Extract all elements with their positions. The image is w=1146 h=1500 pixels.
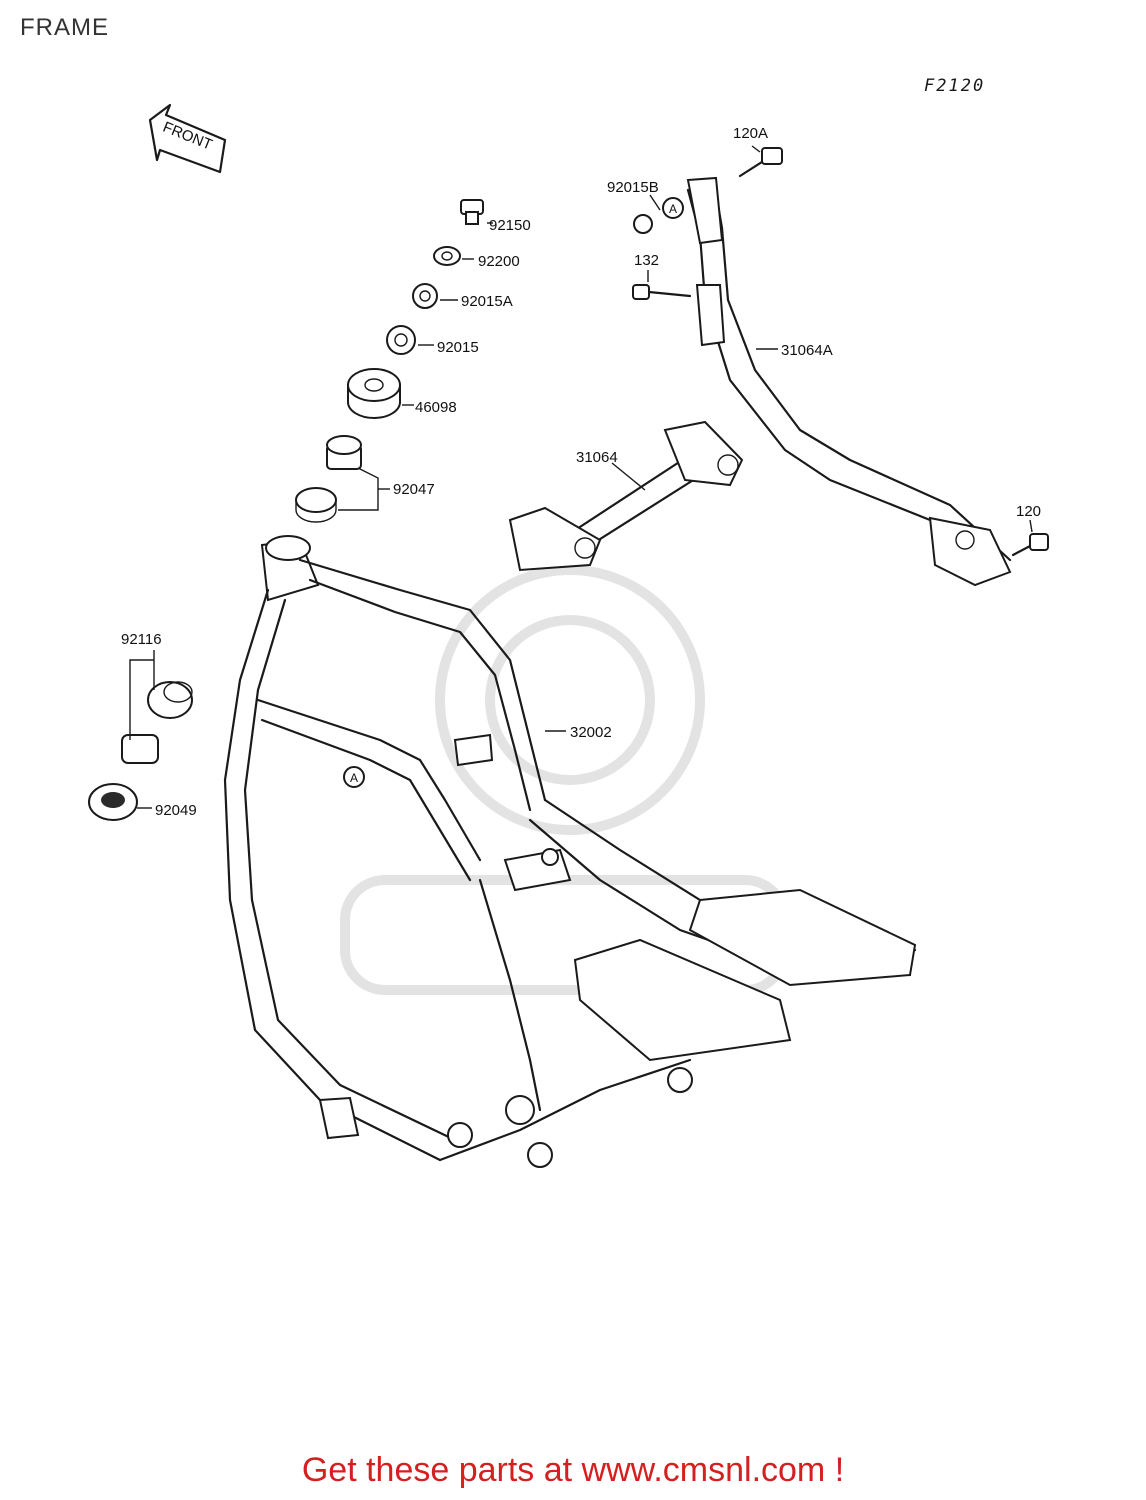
part-label-120A: 120A bbox=[733, 125, 768, 142]
part-label-92049: 92049 bbox=[155, 802, 197, 819]
main-frame-32002 bbox=[223, 535, 917, 1168]
part-label-92015: 92015 bbox=[437, 339, 479, 356]
part-label-92150: 92150 bbox=[489, 217, 531, 234]
diagram-reference: F2120 bbox=[924, 76, 986, 96]
part-label-92116: 92116 bbox=[121, 631, 162, 648]
race-92047-bottom bbox=[295, 487, 337, 523]
part-label-46098: 46098 bbox=[415, 399, 457, 416]
part-label-92200: 92200 bbox=[478, 253, 520, 270]
bearing-92116-roller bbox=[121, 734, 159, 764]
svg-text:A: A bbox=[350, 771, 358, 785]
bearing-92116-race bbox=[147, 681, 193, 719]
washer-92200 bbox=[433, 246, 461, 266]
svg-text:A: A bbox=[669, 202, 677, 216]
bolt-132 bbox=[632, 284, 692, 300]
bolt-92150 bbox=[460, 199, 484, 225]
callout-a-upper: A bbox=[662, 197, 684, 219]
part-label-132: 132 bbox=[634, 252, 659, 269]
nut-92015B bbox=[633, 214, 653, 234]
part-label-32002: 32002 bbox=[570, 724, 612, 741]
seal-92049 bbox=[88, 783, 138, 821]
part-label-31064A: 31064A bbox=[781, 342, 833, 359]
part-label-92015A: 92015A bbox=[461, 293, 513, 310]
part-label-92015B: 92015B bbox=[607, 179, 659, 196]
nut-92015A bbox=[412, 283, 438, 309]
bolt-120 bbox=[1011, 533, 1049, 557]
part-label-120: 120 bbox=[1016, 503, 1041, 520]
bearing-92047-top bbox=[326, 435, 362, 470]
part-label-92047: 92047 bbox=[393, 481, 435, 498]
front-arrow-icon: FRONT bbox=[148, 103, 227, 174]
part-label-31064: 31064 bbox=[576, 449, 618, 466]
down-tube-31064 bbox=[508, 420, 744, 572]
footer-link[interactable]: Get these parts at www.cmsnl.com ! bbox=[301, 1451, 845, 1489]
bolt-120A bbox=[738, 147, 783, 178]
callout-a-frame: A bbox=[343, 766, 365, 788]
bushing-46098 bbox=[347, 368, 401, 419]
leader-lines bbox=[129, 145, 1033, 809]
side-rail-31064A bbox=[686, 176, 1012, 587]
page-title: FRAME bbox=[20, 14, 109, 41]
nut-92015 bbox=[386, 325, 416, 355]
